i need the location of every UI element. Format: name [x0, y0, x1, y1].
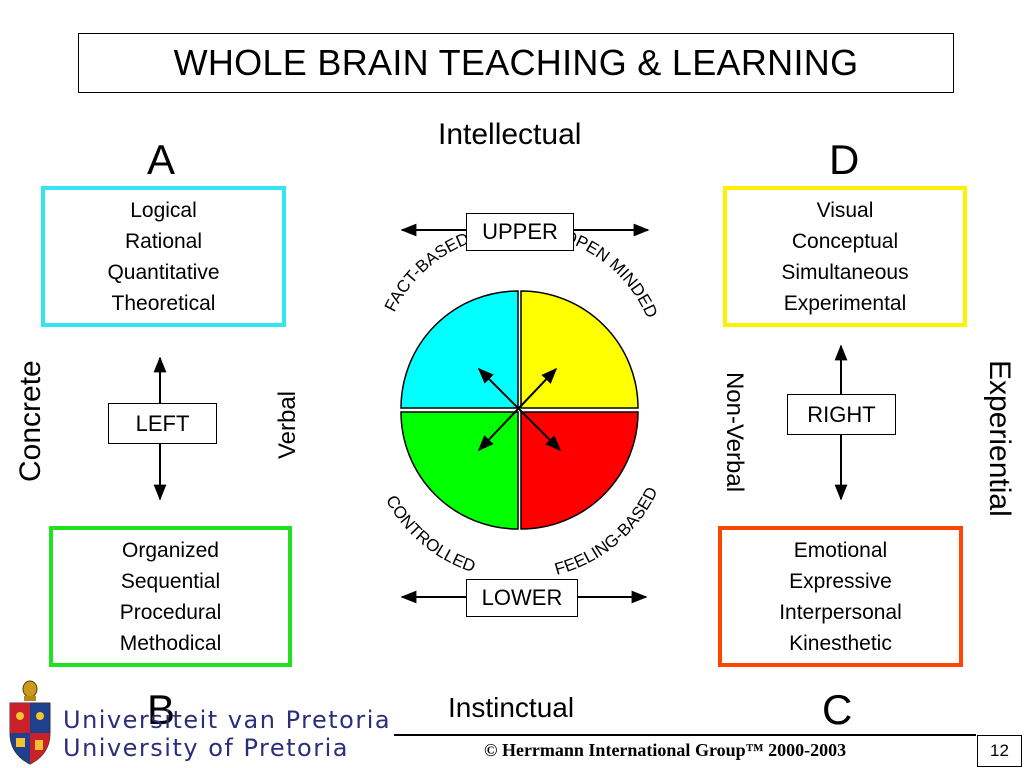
quadrant-a-item: Rational	[124, 229, 203, 253]
diagonal-arrow-d-b	[477, 367, 558, 452]
axis-label-instinctual: Instinctual	[448, 692, 575, 723]
quadrant-letter-b: B	[147, 686, 176, 733]
university-name-english: University of Pretoria	[63, 734, 349, 762]
quadrant-c-item: Emotional	[793, 538, 888, 562]
quadrant-box-a: Logical Rational Quantitative Theoretica…	[41, 186, 286, 327]
quadrant-b-item: Organized	[122, 538, 219, 562]
quadrant-letter-a: A	[147, 136, 176, 183]
right-label-box: RIGHT	[787, 394, 896, 435]
quadrant-c-item: Expressive	[789, 569, 892, 593]
slide-title: WHOLE BRAIN TEACHING & LEARNING	[78, 33, 954, 93]
quadrant-b-item: Sequential	[120, 569, 221, 593]
left-label-box: LEFT	[108, 403, 217, 444]
circle-label-fact-based: FACT-BASED	[381, 229, 472, 315]
quadrant-d-item: Visual	[816, 198, 874, 222]
quadrant-b-item: Methodical	[119, 631, 222, 655]
page-number: 12	[977, 735, 1022, 767]
quadrant-b-item: Procedural	[119, 600, 222, 624]
quadrant-c-item: Interpersonal	[779, 600, 902, 624]
quadrant-box-b: Organized Sequential Procedural Methodic…	[49, 526, 292, 667]
quadrant-box-d: Visual Conceptual Simultaneous Experimen…	[723, 186, 967, 327]
quadrant-d-item: Conceptual	[791, 229, 899, 253]
quadrant-c-item: Kinesthetic	[789, 631, 892, 655]
quadrant-box-c: Emotional Expressive Interpersonal Kines…	[718, 526, 963, 667]
quadrant-a-item: Quantitative	[107, 260, 220, 284]
quadrant-letter-c: C	[822, 686, 853, 733]
quadrant-letter-d: D	[829, 136, 860, 183]
university-name-afrikaans: Universiteit van Pretoria	[63, 706, 392, 734]
upper-label-box: UPPER	[466, 213, 574, 251]
copyright-text: © Herrmann International Group™ 2000-200…	[484, 740, 847, 760]
quadrant-d-item: Simultaneous	[781, 260, 909, 284]
axis-label-intellectual: Intellectual	[438, 118, 582, 151]
quadrant-a-item: Logical	[130, 198, 197, 222]
quadrant-d-item: Experimental	[783, 291, 907, 315]
university-crest-logo	[9, 680, 51, 765]
quadrant-a-item: Theoretical	[111, 291, 216, 315]
lower-label-box: LOWER	[466, 579, 578, 617]
circle-quadrant-d	[520, 290, 639, 409]
circle-quadrant-b	[400, 411, 519, 530]
